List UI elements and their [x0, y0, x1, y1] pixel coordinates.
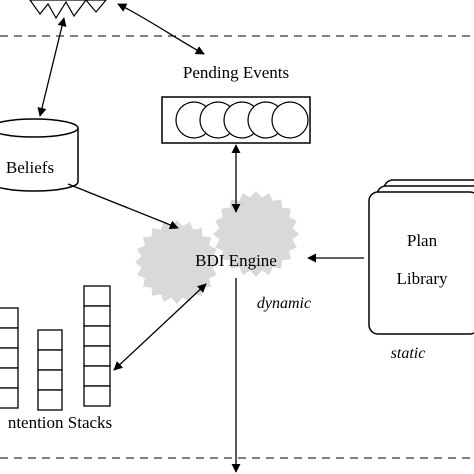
intention-block — [83, 285, 111, 307]
intention-block — [37, 369, 63, 391]
beliefs-to-engine-arrow — [67, 183, 179, 230]
intention-stacks — [0, 285, 111, 411]
intention-block — [0, 347, 19, 369]
intention-block — [83, 365, 111, 387]
intention-block — [0, 387, 19, 409]
bdi-engine-label: BDI Engine — [195, 251, 277, 270]
environment-to-beliefs-arrow — [37, 17, 67, 117]
intention-block — [83, 305, 111, 327]
intention-block — [0, 367, 19, 389]
plan-library-label-line1: Plan — [407, 231, 438, 250]
beliefs-cylinder — [0, 118, 79, 192]
intention-stacks-label: ntention Stacks — [8, 413, 112, 432]
intention-block — [37, 389, 63, 411]
intention-block — [0, 327, 19, 349]
environment-to-events-arrow — [117, 3, 205, 55]
static-label: static — [391, 345, 426, 362]
event-queue-slots — [175, 101, 309, 139]
engine-to-intentions-arrow — [113, 283, 207, 371]
intention-block — [37, 329, 63, 351]
plan-library-label-line2: Library — [397, 269, 448, 288]
intention-block — [83, 385, 111, 407]
event-slot — [271, 101, 309, 139]
pending-events-label: Pending Events — [183, 63, 289, 82]
environment-star-shape — [29, 0, 107, 20]
plan-library-stack — [368, 179, 474, 335]
intention-block — [37, 349, 63, 371]
dynamic-label: dynamic — [257, 295, 311, 312]
intention-block — [0, 307, 19, 329]
intention-block — [83, 345, 111, 367]
engine-gear-left-icon — [135, 220, 219, 304]
intention-block — [83, 325, 111, 347]
beliefs-label: Beliefs — [6, 158, 54, 177]
